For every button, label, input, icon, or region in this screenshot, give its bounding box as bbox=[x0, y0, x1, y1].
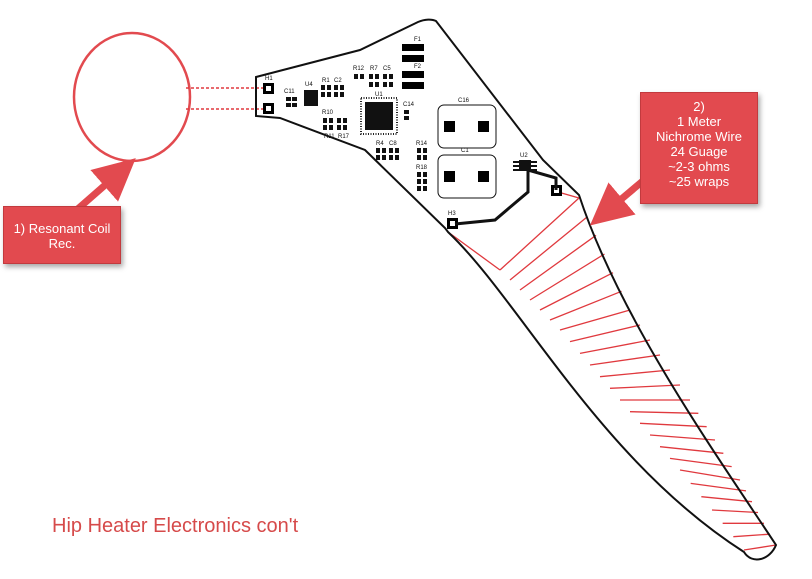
callout-line: Rec. bbox=[48, 236, 76, 251]
callout-line: 24 Guage bbox=[670, 144, 728, 159]
chip-u2-pins bbox=[513, 161, 537, 171]
wire-wrap bbox=[569, 324, 641, 343]
callout-line: 1) Resonant Coil bbox=[13, 221, 111, 236]
label-c8: C8 bbox=[389, 141, 397, 147]
label-c1: C1 bbox=[461, 148, 469, 154]
wire-wrap bbox=[599, 369, 671, 378]
label-r4: R4 bbox=[376, 141, 384, 147]
passive-components bbox=[286, 74, 427, 191]
chip-u4 bbox=[304, 90, 318, 106]
chip-u1 bbox=[365, 102, 393, 130]
header-h1 bbox=[263, 83, 274, 114]
wire-wrap bbox=[609, 384, 681, 389]
capacitor-c16 bbox=[437, 104, 497, 149]
wire-wrap bbox=[639, 422, 707, 428]
wire-wrap bbox=[679, 469, 741, 481]
callout-nichrome-wire: 2) 1 Meter Nichrome Wire 24 Guage ~2-3 o… bbox=[640, 92, 758, 204]
wire-wrap bbox=[669, 457, 732, 468]
callout-resonant-coil: 1) Resonant Coil Rec. bbox=[3, 206, 121, 264]
label-r7: R7 bbox=[370, 66, 378, 72]
label-f2: F2 bbox=[414, 64, 422, 70]
wire-wrap bbox=[559, 309, 631, 331]
u2-pad bbox=[551, 185, 562, 196]
header-h3 bbox=[447, 218, 458, 229]
wire-wrap bbox=[519, 234, 597, 291]
wire-wrap bbox=[549, 290, 622, 321]
callout-line: Nichrome Wire bbox=[656, 129, 742, 144]
wire-wrap bbox=[711, 509, 759, 514]
wire-wrap bbox=[629, 411, 699, 414]
chip-u2 bbox=[519, 160, 531, 171]
label-u1: U1 bbox=[375, 92, 383, 98]
wire-wrap bbox=[659, 446, 724, 454]
callout-line: 2) bbox=[693, 99, 705, 114]
label-h1: H1 bbox=[265, 76, 273, 82]
wire-wrap bbox=[690, 482, 747, 492]
fuse-f2 bbox=[402, 71, 424, 78]
wire-wrap bbox=[589, 354, 661, 366]
wire-wrap bbox=[649, 434, 716, 441]
callout-line: 1 Meter bbox=[676, 114, 722, 129]
nichrome-wire-wraps bbox=[447, 191, 777, 551]
label-f1: F1 bbox=[414, 37, 422, 43]
wire-wrap bbox=[539, 272, 614, 311]
capacitor-c16-pad-left bbox=[444, 121, 455, 132]
wire-wrap bbox=[733, 533, 771, 538]
fuse-f1-pad bbox=[402, 55, 424, 62]
wire-wrap bbox=[499, 197, 580, 271]
wire-wrap bbox=[743, 544, 777, 551]
coil-icon bbox=[72, 31, 192, 163]
fuse-f1 bbox=[402, 44, 424, 51]
wire-wrap bbox=[579, 339, 651, 354]
label-r11: R11 bbox=[324, 134, 335, 140]
wire-wrap bbox=[529, 253, 605, 301]
capacitor-c1 bbox=[437, 154, 497, 199]
caption: Hip Heater Electronics con't bbox=[52, 515, 299, 537]
label-c5: C5 bbox=[383, 66, 391, 72]
label-c14: C14 bbox=[403, 102, 415, 108]
arrow-icon bbox=[589, 177, 647, 226]
label-c2: C2 bbox=[334, 78, 342, 84]
label-h3: H3 bbox=[448, 211, 456, 217]
label-c11: C11 bbox=[284, 89, 295, 95]
callout-line: ~25 wraps bbox=[668, 174, 730, 189]
capacitor-c16-pad-right bbox=[478, 121, 489, 132]
label-r18: R18 bbox=[416, 165, 428, 171]
fuse-f2-pad bbox=[402, 82, 424, 89]
chip-u1-pins bbox=[360, 97, 398, 135]
label-r17: R17 bbox=[338, 134, 350, 140]
label-r12: R12 bbox=[353, 66, 365, 72]
capacitor-c1-pad-left bbox=[444, 171, 455, 182]
label-r10: R10 bbox=[322, 110, 334, 116]
wire-edge bbox=[447, 231, 501, 271]
label-c16: C16 bbox=[458, 98, 470, 104]
copper-trace bbox=[454, 168, 558, 226]
label-u2: U2 bbox=[520, 153, 528, 159]
label-u4: U4 bbox=[305, 82, 313, 88]
label-r14: R14 bbox=[416, 141, 428, 147]
pcb-outline bbox=[255, 18, 778, 561]
callout-line: ~2-3 ohms bbox=[668, 159, 730, 174]
wire-wrap bbox=[701, 496, 753, 503]
label-r1: R1 bbox=[322, 78, 330, 84]
wire-wrap bbox=[509, 216, 588, 281]
capacitor-c1-pad-right bbox=[478, 171, 489, 182]
